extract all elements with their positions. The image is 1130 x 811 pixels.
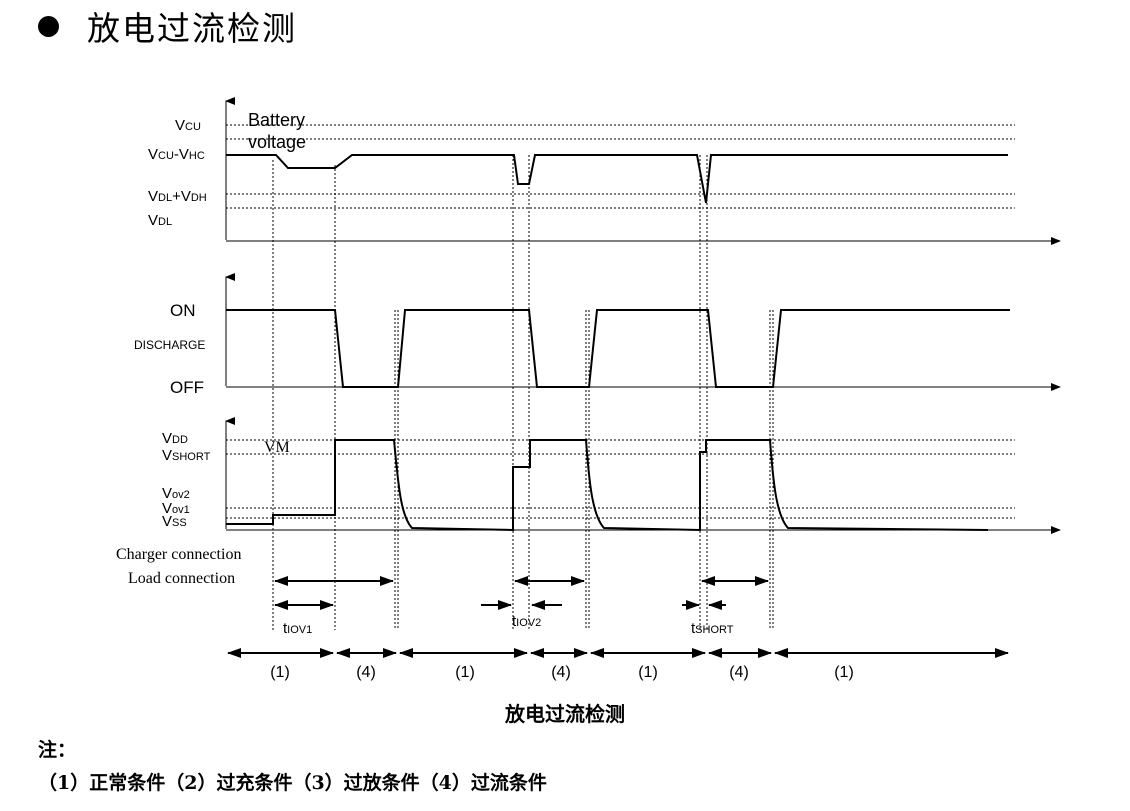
vdl-label: VDL [148, 212, 172, 229]
state-label: (4) [551, 664, 571, 681]
discharge-on-label: ON [170, 301, 196, 320]
state-label: (1) [270, 664, 290, 681]
section-title: 放电过流检测 [87, 9, 297, 48]
vss-label: VSS [162, 513, 187, 530]
vm-panel: VDD VSHORT Vov2 Vov1 VSS VM [162, 417, 1061, 534]
vdd-label: VDD [162, 430, 188, 447]
timing-arrows [274, 576, 769, 610]
vov1-label: Vov1 [162, 500, 190, 517]
vov2-label: Vov2 [162, 485, 190, 502]
figure-caption: 放电过流检测 [505, 702, 625, 726]
vcu-vhc-label: VCU-VHC [148, 146, 205, 163]
notes-text: （1）正常条件（2）过充条件（3）过放条件（4）过流条件 [38, 772, 547, 794]
state-labels: (1) (4) (1) (4) (1) (4) (1) [270, 664, 854, 681]
bullet-icon [38, 15, 59, 37]
state-label: (1) [638, 664, 658, 681]
battery-title-line2: voltage [248, 132, 306, 152]
vcu-label: VCU [175, 117, 201, 134]
tiov2-label: tIOV2 [512, 613, 541, 630]
state-label: (4) [356, 664, 376, 681]
battery-voltage-trace [226, 154, 1008, 204]
section-heading: 放电过流检测 [38, 0, 297, 52]
state-label: (1) [834, 664, 854, 681]
charger-connection-label: Charger connection [116, 546, 241, 563]
discharge-off-label: OFF [170, 378, 204, 397]
state-label: (1) [455, 664, 475, 681]
vshort-label: VSHORT [162, 447, 211, 464]
event-marker-lines [272, 155, 774, 630]
tiov1-label: tIOV1 [283, 620, 312, 637]
battery-voltage-panel: VCU VCU-VHC VDL+VDH VDL Battery voltage [148, 97, 1061, 245]
vdl-vdh-label: VDL+VDH [148, 188, 207, 205]
state-label: (4) [729, 664, 749, 681]
discharge-panel: ON DISCHARGE OFF [134, 273, 1061, 397]
notes-label: 注： [38, 739, 77, 761]
discharge-trace [226, 309, 1010, 388]
timing-diagram: VCU VCU-VHC VDL+VDH VDL Battery voltage … [116, 97, 1061, 681]
load-connection-label: Load connection [128, 570, 235, 587]
battery-title-line1: Battery [248, 110, 305, 130]
tshort-label: tSHORT [691, 620, 734, 637]
discharge-name-label: DISCHARGE [134, 338, 205, 352]
vm-name-label: VM [264, 439, 290, 456]
